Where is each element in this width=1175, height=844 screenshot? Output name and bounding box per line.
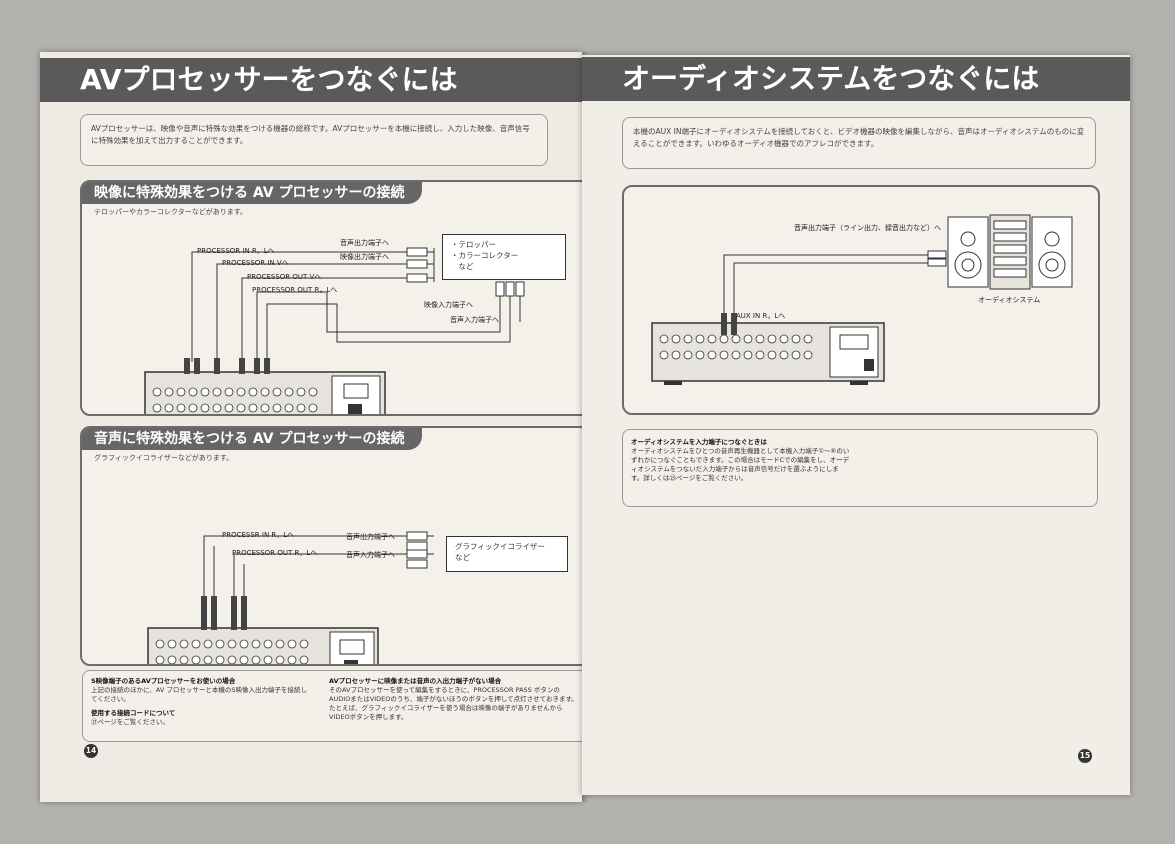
- page-number-14: 14: [84, 744, 98, 758]
- audio-section-title: 音声に特殊効果をつける AV プロセッサーの接続: [82, 428, 423, 450]
- video-connection-diagram: [144, 247, 525, 414]
- page-number-15: 15: [1078, 749, 1092, 763]
- label-audio-in-2: 音声入力端子へ: [346, 551, 395, 559]
- video-processor-panel: 映像に特殊効果をつける AV プロセッサーの接続 テロッパーやカラーコレクターな…: [80, 180, 590, 416]
- s-video-note-title: S映像端子のあるAVプロセッサーをお使いの場合: [91, 677, 236, 685]
- audio-system-panel: 音声出力端子（ライン出力、録音出力など）へ AUX IN R，Lへ オーディオシ…: [622, 185, 1100, 415]
- left-page-title: AVプロセッサーをつなぐには: [40, 58, 582, 102]
- audio-connection-diagram: [147, 531, 434, 664]
- label-audio-out: 音声出力端子へ: [340, 239, 389, 247]
- label-video-out: 映像出力端子へ: [340, 253, 389, 261]
- left-page: AVプロセッサーをつなぐには AVプロセッサーは、映像や音声に特殊な効果をつける…: [40, 52, 590, 802]
- right-note-box: オーディオシステムを入力端子につなぐときは オーディオシステムをひとつの音声再生…: [622, 429, 1098, 507]
- notes-left-column: S映像端子のあるAVプロセッサーをお使いの場合 上記の接続のほかに、AV プロセ…: [91, 677, 311, 727]
- video-processor-device-box: ・テロッパー ・カラーコレクター など: [442, 234, 566, 280]
- device-line-2: ・カラーコレクター: [451, 251, 519, 260]
- right-note-title: オーディオシステムを入力端子につなぐときは: [631, 438, 767, 446]
- device-line-1: ・テロッパー: [451, 240, 496, 249]
- right-page: オーディオシステムをつなぐには 本機のAUX IN端子にオーディオシステムを接続…: [582, 55, 1130, 795]
- no-jack-note-body: そのAVプロセッサーを使って編集をするときに、PROCESSOR PASS ボタ…: [329, 686, 578, 721]
- label-processor-out-v: PROCESSOR OUT Vへ: [247, 273, 322, 281]
- right-note-body: オーディオシステムをひとつの音声再生機器として本機入力端子①～⑥のいずれかにつな…: [631, 447, 850, 482]
- label-processr-in-rl: PROCESSR IN R，Lへ: [222, 531, 295, 539]
- label-processor-in-rl: PROCESSOR IN R，Lへ: [197, 247, 275, 255]
- left-intro-text: AVプロセッサーは、映像や音声に特殊な効果をつける機器の総称です。AVプロセッサ…: [91, 124, 530, 145]
- audio-system-diagram: [651, 214, 1073, 385]
- label-processor-out-rl-2: PROCESSOR OUT R，Lへ: [232, 549, 318, 557]
- left-notes-box: S映像端子のあるAVプロセッサーをお使いの場合 上記の接続のほかに、AV プロセ…: [82, 670, 588, 742]
- cord-note-body: ㉑ページをご覧ください。: [91, 718, 169, 726]
- audio-processor-device-box: グラフィックイコライザー など: [446, 536, 568, 572]
- cord-note-title: 使用する接続コードについて: [91, 709, 176, 717]
- label-aux-in: AUX IN R，Lへ: [736, 312, 786, 320]
- label-audio-out-system: 音声出力端子（ライン出力、録音出力など）へ: [794, 224, 941, 232]
- label-audio-in: 音声入力端子へ: [450, 316, 499, 324]
- label-processor-in-v: PROCESSOR IN Vへ: [222, 259, 289, 267]
- eq-line-1: グラフィックイコライザー: [455, 542, 545, 551]
- right-note-content: オーディオシステムを入力端子につなぐときは オーディオシステムをひとつの音声再生…: [631, 438, 851, 483]
- s-video-note-body: 上記の接続のほかに、AV プロセッサーと本機のS映像入出力端子を接続してください…: [91, 686, 307, 703]
- video-section-title: 映像に特殊効果をつける AV プロセッサーの接続: [82, 182, 423, 204]
- device-line-3: など: [451, 262, 474, 271]
- no-jack-note-title: AVプロセッサーに映像または音声の入出力端子がない場合: [329, 677, 502, 685]
- audio-processor-panel: 音声に特殊効果をつける AV プロセッサーの接続 グラフィックイコライザーなどが…: [80, 426, 590, 666]
- eq-line-2: など: [455, 553, 470, 562]
- right-intro-text: 本機のAUX IN端子にオーディオシステムを接続しておくと、ビデオ機器の映像を編…: [633, 127, 1085, 148]
- label-video-in: 映像入力端子へ: [424, 301, 473, 309]
- audio-section-subtitle: グラフィックイコライザーなどがあります。: [94, 454, 234, 462]
- label-processor-out-rl: PROCESSOR OUT R，Lへ: [252, 286, 338, 294]
- right-page-title: オーディオシステムをつなぐには: [582, 57, 1130, 101]
- right-intro-box: 本機のAUX IN端子にオーディオシステムを接続しておくと、ビデオ機器の映像を編…: [622, 117, 1096, 169]
- notes-right-column: AVプロセッサーに映像または音声の入出力端子がない場合 そのAVプロセッサーを使…: [329, 677, 579, 722]
- video-section-subtitle: テロッパーやカラーコレクターなどがあります。: [94, 208, 248, 216]
- left-intro-box: AVプロセッサーは、映像や音声に特殊な効果をつける機器の総称です。AVプロセッサ…: [80, 114, 548, 166]
- label-audio-system: オーディオシステム: [978, 296, 1041, 304]
- label-audio-out-2: 音声出力端子へ: [346, 533, 395, 541]
